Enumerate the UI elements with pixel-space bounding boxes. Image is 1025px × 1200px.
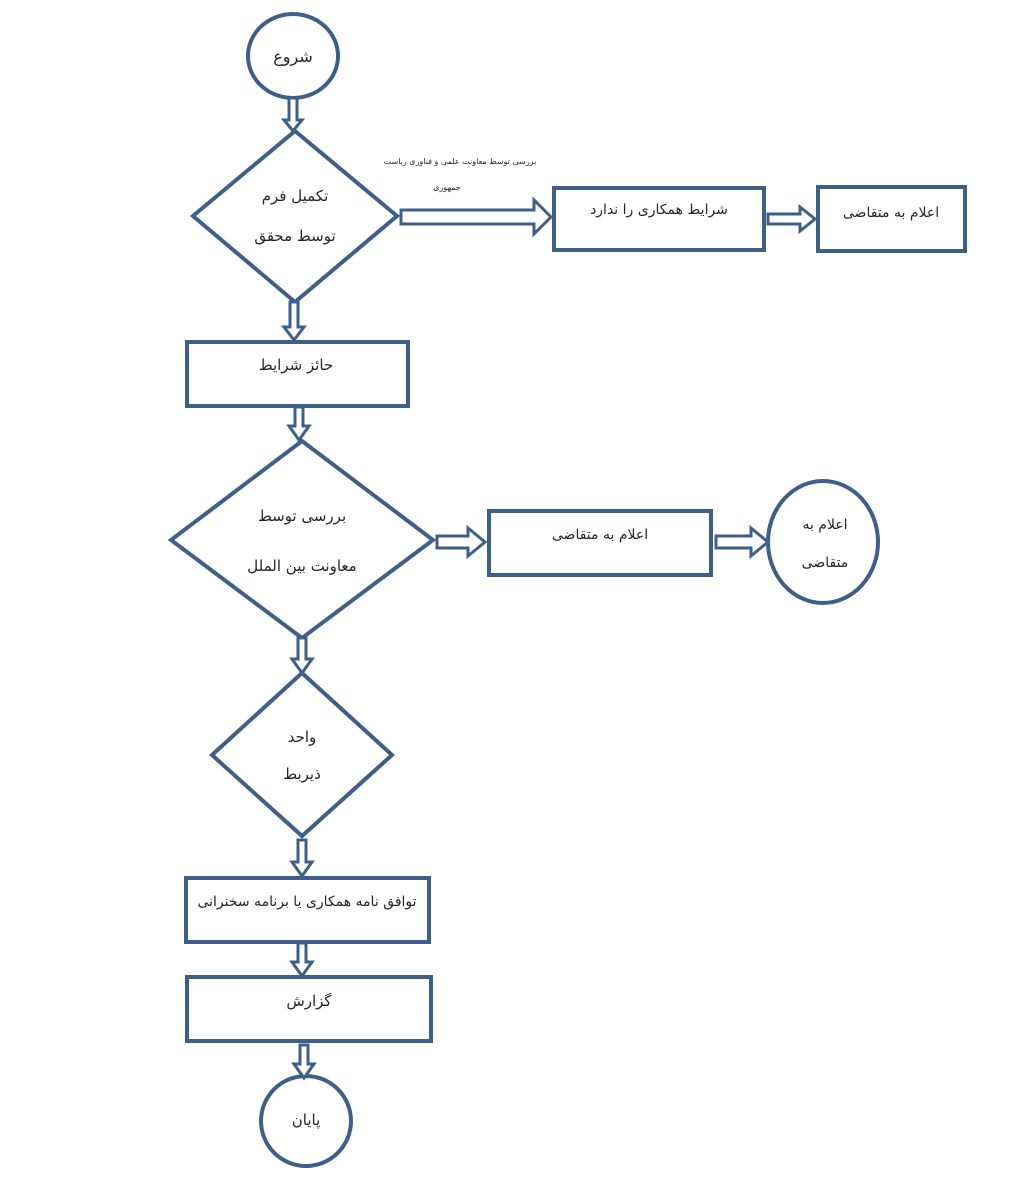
fill-form-decision (189, 128, 401, 305)
notify-circle-label-1: اعلام به (802, 517, 847, 533)
not-eligible-box (552, 186, 766, 252)
arrow-start-to-form (280, 96, 306, 134)
review-note-line-1: بررسی توسط معاونت علمی و فناوری ریاست (384, 157, 537, 166)
intl-review-decision (167, 438, 437, 641)
arrow-notify-to-circle (714, 524, 771, 560)
eligible-box (185, 340, 410, 408)
report-label: گزارش (286, 992, 332, 1010)
arrow-eligible-to-intl (286, 405, 312, 443)
arrow-agreement-to-report (289, 941, 315, 979)
fill-form-label-1: تکمیل فرم (262, 187, 329, 205)
notify-circle-label-2: متقاضی (802, 555, 849, 571)
notify-applicant-circle (766, 479, 880, 605)
eligible-label: حائز شرایط (259, 356, 334, 374)
notify-applicant-top-box (816, 185, 967, 253)
not-eligible-label: شرایط همکاری را ندارد (590, 202, 728, 218)
unit-decision (209, 670, 395, 839)
arrow-intl-to-unit (289, 636, 315, 676)
notify-applicant-top-label: اعلام به متقاضی (843, 205, 939, 221)
arrow-not-eligible-to-notify (766, 203, 818, 235)
notify-applicant-mid-label: اعلام به متقاضی (552, 527, 648, 543)
start-label: شروع (273, 47, 313, 67)
agreement-box (184, 876, 431, 944)
review-note-line-2: جمهوری (433, 183, 461, 192)
unit-label-2: ذیربط (283, 765, 321, 783)
arrow-form-to-eligible (280, 300, 308, 343)
arrow-unit-to-agreement (289, 838, 315, 879)
arrow-report-to-end (291, 1043, 317, 1081)
agreement-label: توافق نامه همکاری یا برنامه سخنرانی (197, 894, 416, 910)
fill-form-label-2: توسط محقق (254, 227, 335, 245)
notify-applicant-mid-box (487, 509, 713, 577)
intl-review-label-1: بررسی توسط (258, 507, 346, 525)
report-box (185, 975, 433, 1043)
unit-label-1: واحد (288, 728, 317, 746)
arrow-intl-to-notify (435, 524, 488, 560)
intl-review-label-2: معاونت بین الملل (247, 557, 356, 575)
end-label: پایان (292, 1111, 321, 1130)
arrow-form-to-not-eligible (399, 196, 554, 238)
